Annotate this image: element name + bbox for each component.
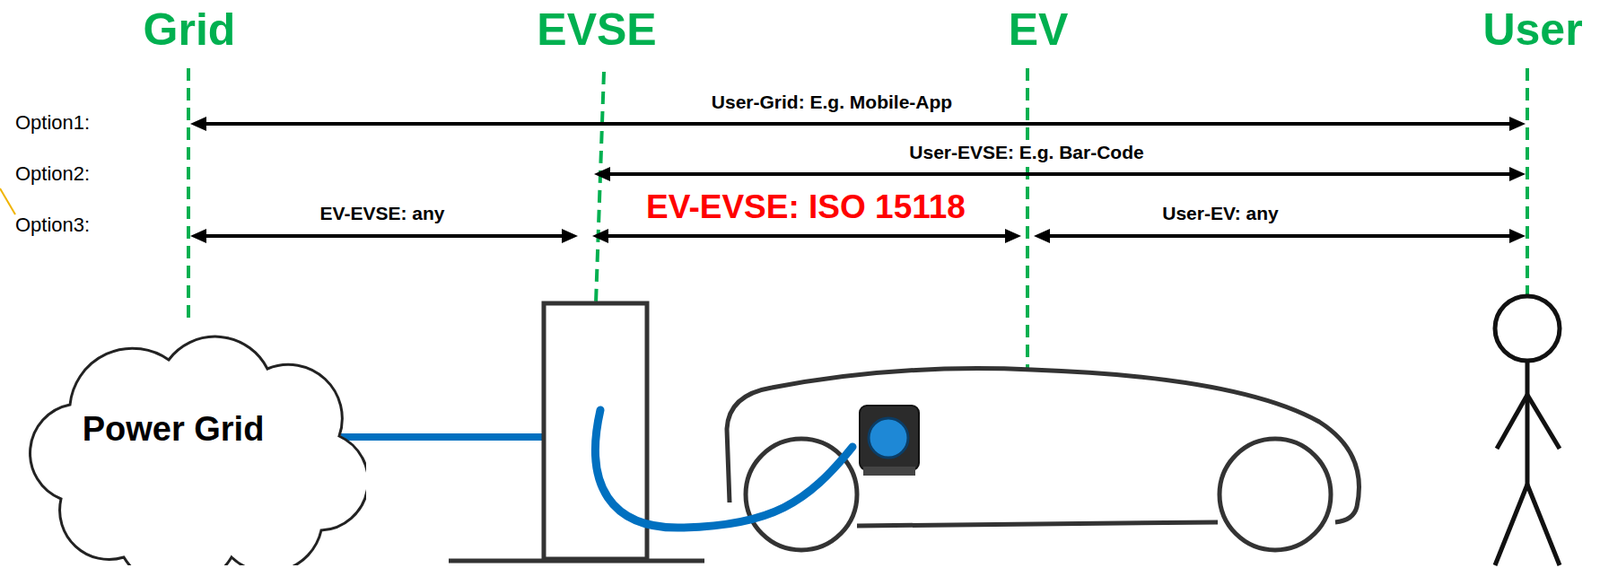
arrow-head: [594, 166, 611, 182]
node-text: Power Grid: [82, 410, 265, 449]
arrow-label: User-EV: any: [1158, 202, 1283, 225]
leader-line: [0, 188, 16, 215]
lifeline-grid: [186, 68, 191, 325]
charge-cable: [594, 410, 853, 528]
arrow-line: [606, 234, 1007, 238]
car-body: [726, 368, 1359, 523]
arrow-line: [204, 122, 1512, 126]
charge-inlet-base: [863, 466, 916, 476]
option-label: Option1:: [15, 111, 90, 134]
charge-inlet: [859, 405, 919, 471]
car-underside: [856, 522, 1218, 526]
person-arm: [1527, 394, 1560, 449]
column-heading: User: [1482, 4, 1583, 57]
arrow-head: [190, 116, 207, 132]
arrow-head: [1509, 166, 1526, 182]
column-heading: EV: [1008, 4, 1069, 57]
car-wheel: [1219, 438, 1331, 551]
arrow-line: [1048, 234, 1512, 238]
arrow-group: [190, 116, 1526, 244]
charge-inlet-socket: [868, 418, 909, 458]
lifeline-ev: [1025, 68, 1030, 368]
arrow-head: [1509, 116, 1526, 132]
lifeline-evse: [595, 71, 604, 304]
arrow-head: [592, 228, 609, 244]
person-body: [1525, 360, 1531, 485]
arrow-label: EV-EVSE: any: [316, 202, 449, 225]
person-leg: [1495, 484, 1528, 566]
protocol-label: EV-EVSE: ISO 15118: [642, 188, 970, 228]
lifeline-user: [1525, 68, 1530, 297]
option-label: Option2:: [15, 162, 90, 185]
arrow-head: [1005, 228, 1022, 244]
power-cable: [340, 433, 544, 441]
arrow-head: [190, 228, 207, 244]
cloud-shape: [30, 336, 367, 566]
arrow-head: [561, 228, 578, 244]
arrow-label: User-EVSE: E.g. Bar-Code: [905, 141, 1147, 164]
charger-base: [448, 559, 705, 564]
option-label: Option3:: [15, 213, 90, 237]
arrow-line: [204, 234, 564, 238]
person-leg: [1527, 484, 1560, 566]
column-heading: Grid: [143, 4, 237, 57]
cloud-node: Power Grid: [7, 319, 367, 566]
column-heading: EVSE: [536, 4, 656, 57]
person-arm: [1496, 394, 1528, 449]
arrow-line: [608, 172, 1512, 176]
arrow-label: User-Grid: E.g. Mobile-App: [708, 91, 956, 114]
arrow-head: [1033, 228, 1050, 244]
person-head: [1495, 296, 1560, 361]
arrow-head: [1509, 228, 1526, 244]
